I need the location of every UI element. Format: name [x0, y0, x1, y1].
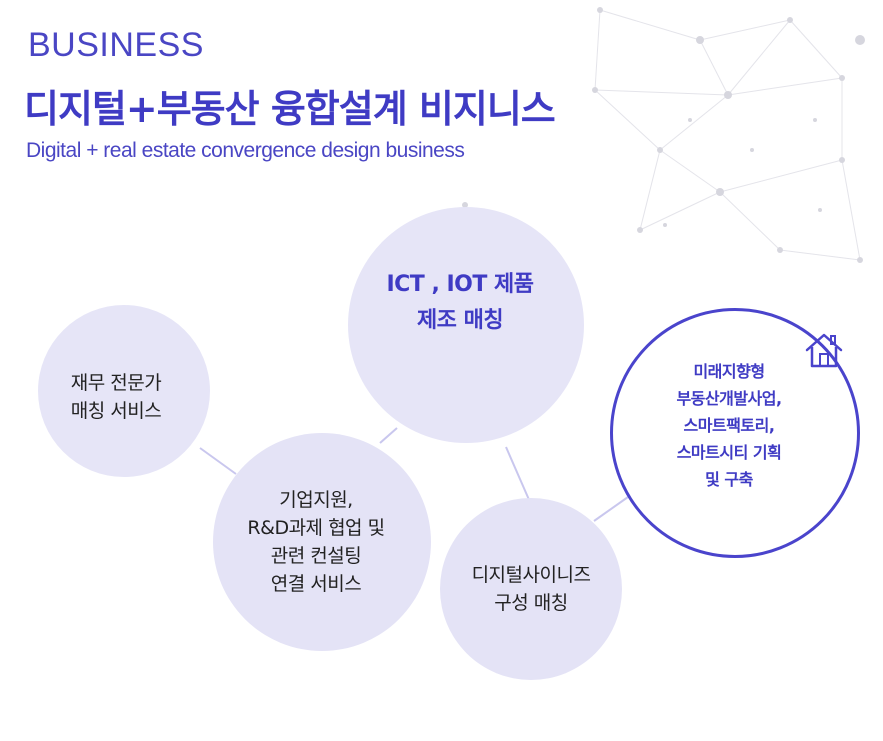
service-circle-future-development: 미래지향형 부동산개발사업, 스마트팩토리, 스마트시티 기획 및 구축 — [610, 308, 860, 558]
network-pattern — [594, 9, 861, 261]
service-label: ICT , IOT 제품 제조 매칭 — [386, 272, 534, 333]
page-subtitle: Digital + real estate convergence design… — [26, 139, 465, 162]
service-circle-finance: 재무 전문가 매칭 서비스 — [38, 305, 210, 477]
service-label: 기업지원, R&D과제 협업 및 관련 컨설팅 연결 서비스 — [247, 489, 385, 595]
service-circle-digital-signage: 디지털사이니즈 구성 매칭 — [440, 498, 622, 680]
service-circle-ict-iot: ICT , IOT 제품 제조 매칭 — [348, 207, 584, 443]
service-circle-corporate-support: 기업지원, R&D과제 협업 및 관련 컨설팅 연결 서비스 — [213, 433, 431, 651]
section-eyebrow: BUSINESS — [28, 26, 204, 64]
page-title: 디지털+부동산 융합설계 비지니스 — [24, 87, 556, 131]
connector-lines — [199, 427, 629, 522]
service-label: 미래지향형 부동산개발사업, 스마트팩토리, 스마트시티 기획 및 구축 — [676, 361, 782, 489]
service-label: 재무 전문가 매칭 서비스 — [70, 372, 162, 422]
house-icon — [805, 333, 843, 368]
network-dots — [462, 7, 865, 263]
service-label: 디지털사이니즈 구성 매칭 — [471, 564, 591, 614]
